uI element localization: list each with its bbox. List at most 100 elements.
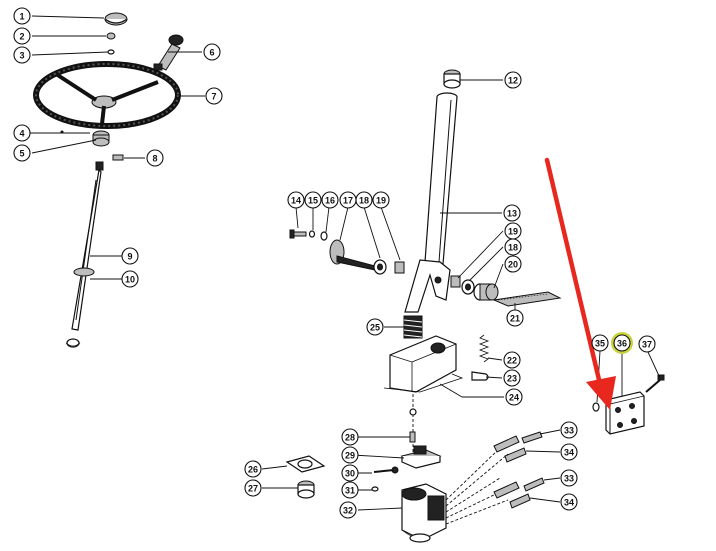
callout-33: 33 (560, 469, 578, 487)
callout-number: 30 (345, 469, 355, 479)
spinner-knob (153, 34, 184, 71)
callout-number: 25 (370, 323, 380, 333)
callout-number: 27 (248, 484, 258, 494)
callout-number: 9 (127, 252, 132, 262)
callout-number: 13 (507, 209, 517, 219)
callout-12: 12 (504, 71, 522, 89)
callout-circle (366, 318, 384, 336)
callout-number: 37 (642, 340, 652, 350)
callout-circle (505, 388, 523, 406)
callout-22: 22 (503, 351, 521, 369)
hose-fittings-lower (493, 477, 545, 509)
callout-number: 18 (508, 243, 518, 253)
callout-8: 8 (146, 149, 164, 167)
callout-circle (638, 335, 656, 353)
callout-1: 1 (13, 7, 31, 25)
callout-number: 34 (564, 448, 574, 458)
callout-number: 28 (345, 433, 355, 443)
pin-part (112, 154, 124, 161)
callout-circle (560, 493, 578, 511)
callout-circle (560, 443, 578, 461)
callout-number: 31 (345, 486, 355, 496)
callout-number: 36 (617, 339, 627, 349)
callout-circle (503, 369, 521, 387)
callout-number: 22 (507, 356, 517, 366)
callout-number: 14 (291, 196, 301, 206)
callout-number: 20 (508, 260, 518, 270)
callout-6: 6 (203, 43, 221, 61)
callout-circle (13, 124, 31, 142)
callout-circle (341, 446, 359, 464)
callout-number: 21 (510, 314, 520, 324)
callout-circle (372, 191, 390, 209)
steering-wheel (33, 61, 181, 129)
callout-circle (341, 464, 359, 482)
callout-number: 34 (564, 498, 574, 508)
callout-2: 2 (13, 27, 31, 45)
callout-circle (355, 191, 373, 209)
callout-circle (613, 334, 631, 352)
callout-circle (341, 481, 359, 499)
callout-20: 20 (504, 255, 522, 273)
callout-4: 4 (13, 124, 31, 142)
callout-27: 27 (244, 479, 262, 497)
callout-circle (506, 309, 524, 327)
callout-31: 31 (341, 481, 359, 499)
callout-10: 10 (121, 270, 139, 288)
column-bush (443, 69, 461, 89)
callout-circle (13, 27, 31, 45)
callout-number: 35 (595, 339, 605, 349)
callout-circle (504, 238, 522, 256)
seal-bush (297, 480, 315, 499)
return-spring (478, 334, 490, 363)
callout-34: 34 (560, 493, 578, 511)
steering-column-group (261, 69, 562, 543)
callout-circle (146, 149, 164, 167)
steering-valve (401, 483, 447, 543)
callout-circle (504, 255, 522, 273)
callout-number: 3 (19, 51, 24, 61)
callout-number: 19 (508, 227, 518, 237)
callout-16: 16 (321, 191, 339, 209)
callout-15: 15 (304, 191, 322, 209)
o-ring-part (592, 402, 600, 412)
callout-18: 18 (355, 191, 373, 209)
callout-23: 23 (503, 369, 521, 387)
callout-circle (13, 46, 31, 64)
coil-spring (403, 315, 423, 339)
callout-number: 17 (343, 196, 353, 206)
callout-25: 25 (366, 318, 384, 336)
callout-number: 24 (509, 393, 519, 403)
callout-number: 23 (507, 374, 517, 384)
callout-33: 33 (560, 421, 578, 439)
callout-circle (244, 479, 262, 497)
valve-mount (400, 445, 442, 469)
callout-circle (287, 191, 305, 209)
callout-26: 26 (244, 460, 262, 478)
brake-pedal (492, 291, 562, 307)
callout-number: 18 (359, 196, 369, 206)
callout-13: 13 (503, 204, 521, 222)
callout-19: 19 (504, 222, 522, 240)
callout-number: 33 (564, 426, 574, 436)
hose-fittings-upper (493, 431, 543, 463)
callout-number: 1 (19, 12, 24, 22)
callout-14: 14 (287, 191, 305, 209)
callout-34: 34 (560, 443, 578, 461)
callout-30: 30 (341, 464, 359, 482)
callout-3: 3 (13, 46, 31, 64)
steering-column-tube (404, 92, 458, 313)
callout-36: 36 (611, 332, 633, 354)
callout-29: 29 (341, 446, 359, 464)
callout-circle (503, 204, 521, 222)
callout-circle (121, 247, 139, 265)
callout-circle (560, 421, 578, 439)
mounting-bracket (383, 335, 464, 393)
callout-circle (205, 87, 223, 105)
steering-shaft (65, 161, 104, 348)
steering-wheel-group (30, 12, 205, 348)
callout-number: 5 (19, 149, 24, 159)
callout-number: 7 (211, 92, 216, 102)
callout-circle (13, 7, 31, 25)
